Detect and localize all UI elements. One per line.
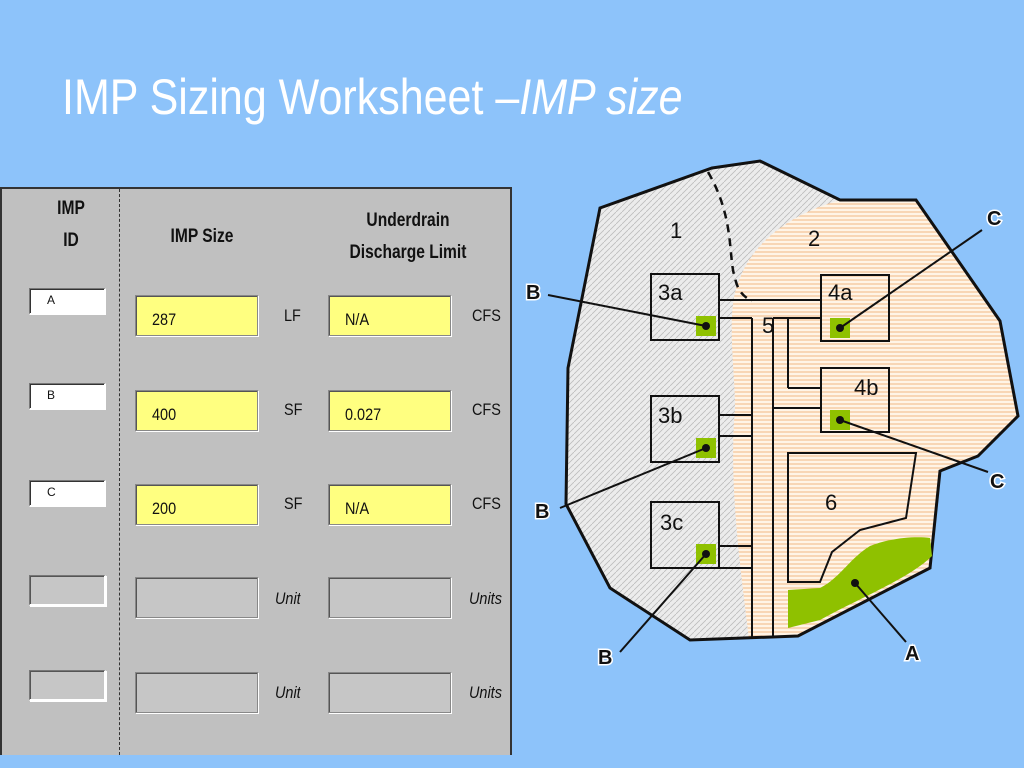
header-imp-id-line1: IMP	[57, 198, 85, 219]
site-map: 1 2 3a 3b 3c 4a 4b 5 6 B B B C C A	[525, 159, 1020, 671]
imp-size-field[interactable]	[135, 672, 258, 713]
callout-c-2: C	[990, 471, 1004, 493]
imp-size-field[interactable]	[135, 577, 258, 618]
area-3c-box	[650, 501, 720, 569]
limit-unit-label: CFS	[472, 494, 501, 513]
worksheet-panel: IMP ID IMP Size Underdrain Discharge Lim…	[0, 187, 512, 755]
callout-leaders	[547, 229, 989, 653]
imp-size-field[interactable]: 287	[135, 295, 258, 336]
header-underdrain-line1: Underdrain	[366, 210, 450, 231]
area-label-1: 1	[670, 218, 682, 243]
area-3a-box	[650, 273, 720, 341]
imp-id-field[interactable]: A	[29, 288, 106, 315]
size-unit-label: LF	[284, 306, 301, 325]
size-unit-label: SF	[284, 494, 303, 513]
area-3b-box	[650, 395, 720, 463]
limit-unit-label: CFS	[472, 400, 501, 419]
area-label-5: 5	[762, 313, 774, 338]
size-unit-label: Units	[275, 683, 301, 702]
area-4a-box	[820, 274, 890, 342]
title-italic: IMP size	[519, 69, 683, 125]
callout-b-3: B	[598, 647, 612, 669]
area-label-4b: 4b	[854, 375, 878, 400]
callout-c-1: C	[987, 208, 1001, 230]
area-4b-box	[820, 367, 890, 433]
imp-size-field[interactable]: 400	[135, 390, 258, 431]
imp-id-field[interactable]	[29, 575, 106, 606]
page-title: IMP Sizing Worksheet –IMP size	[62, 68, 683, 126]
area-label-3a: 3a	[658, 280, 683, 305]
discharge-limit-field[interactable]	[328, 672, 451, 713]
size-unit-label: Units	[275, 589, 301, 608]
limit-unit-label: CFS	[472, 306, 501, 325]
area-label-6: 6	[825, 490, 837, 515]
callout-dots	[702, 322, 859, 587]
drainage-pipes	[720, 299, 820, 638]
area-label-3b: 3b	[658, 403, 682, 428]
imp-size-value: 200	[152, 499, 177, 518]
imp-id-field[interactable]: B	[29, 383, 106, 410]
limit-unit-label: Units	[469, 589, 502, 608]
discharge-limit-field[interactable]: 0.027	[328, 390, 451, 431]
area-label-3c: 3c	[660, 510, 683, 535]
header-underdrain-line2: Discharge Limit	[349, 242, 467, 263]
site-outline	[564, 159, 1020, 642]
column-divider	[119, 189, 120, 755]
title-main: IMP Sizing Worksheet –	[62, 69, 520, 125]
area-label-4a: 4a	[828, 280, 853, 305]
imp-size-value: 287	[152, 310, 177, 329]
imp-id-field[interactable]	[29, 670, 106, 701]
callout-b-2: B	[535, 501, 549, 523]
discharge-limit-value: N/A	[345, 499, 370, 518]
discharge-limit-value: N/A	[345, 310, 370, 329]
header-imp-id-line2: ID	[63, 230, 79, 251]
size-unit-label: SF	[284, 400, 303, 419]
imp-size-value: 400	[152, 405, 177, 424]
limit-unit-label: Units	[469, 683, 502, 702]
imp-a-swale	[788, 537, 932, 628]
header-imp-id: IMP ID	[42, 193, 99, 257]
callout-a: A	[905, 643, 919, 665]
area-divider-dashed	[706, 171, 753, 303]
imp-size-field[interactable]: 200	[135, 484, 258, 525]
discharge-limit-field[interactable]: N/A	[328, 295, 451, 336]
discharge-limit-field[interactable]: N/A	[328, 484, 451, 525]
area-label-2: 2	[808, 226, 820, 251]
header-underdrain: Underdrain Discharge Limit	[334, 205, 482, 269]
discharge-limit-field[interactable]	[328, 577, 451, 618]
callout-b-1: B	[526, 282, 540, 304]
area-6-outline	[787, 452, 918, 583]
discharge-limit-value: 0.027	[345, 405, 382, 424]
header-imp-size: IMP Size	[170, 226, 234, 247]
imp-id-field[interactable]: C	[29, 480, 106, 507]
